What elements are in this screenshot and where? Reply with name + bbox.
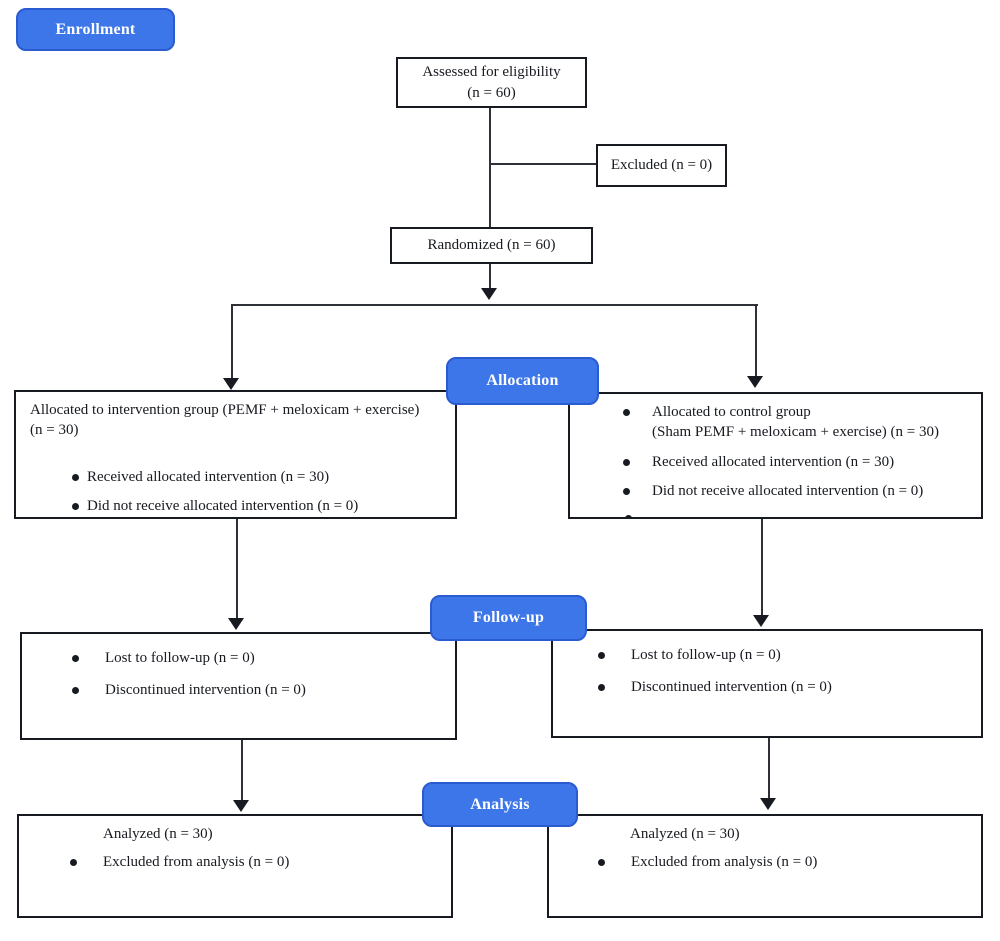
bullet-icon [598, 652, 605, 659]
bullet-icon [72, 502, 79, 510]
list-item: Allocated to control group (Sham PEMF + … [623, 402, 977, 443]
assessed-line1: Assessed for eligibility [422, 64, 561, 81]
bullet-text: Discontinued intervention (n = 0) [631, 679, 832, 696]
connector-randomization-split [231, 304, 758, 306]
bullet-icon [623, 487, 630, 495]
analyzed-text: Analyzed (n = 30) [103, 826, 213, 842]
arrow-down-icon [233, 800, 249, 812]
bullet-text: Lost to follow-up (n = 0) [631, 647, 781, 663]
followup-control-box: Lost to follow-up (n = 0) Discontinued i… [551, 629, 983, 738]
bullet-icon [625, 515, 632, 517]
arrow-down-icon [747, 376, 763, 388]
bullet-text: Did not receive allocated intervention (… [87, 497, 359, 514]
arrow-down-icon [760, 798, 776, 810]
connector-furight-to-analysis [768, 738, 770, 798]
list-item: Analyzed (n = 30) [103, 824, 447, 844]
connector-to-excluded [490, 163, 596, 165]
list-item: Excluded from analysis (n = 0) [598, 852, 977, 872]
bullet-text: Did not receive allocated intervention (… [652, 482, 924, 499]
enrollment-stage-label: Enrollment [16, 8, 175, 51]
analysis-stage-label-text: Analysis [470, 795, 530, 813]
list-item: Analyzed (n = 30) [630, 824, 977, 844]
bullet-text: Received allocated intervention (n = 30) [87, 468, 330, 485]
bullet-icon [72, 655, 79, 662]
bullet-text: Received allocated intervention (n = 30) [652, 453, 895, 470]
bullet-icon [623, 458, 630, 466]
list-item: Lost to follow-up (n = 0) [598, 645, 977, 665]
connector-allocleft-to-followup [236, 519, 238, 618]
bullet-icon [623, 409, 630, 416]
connector-split-right-drop [755, 304, 757, 376]
excluded-text: Excluded (n = 0) [610, 157, 713, 174]
analysis-stage-label: Analysis [422, 782, 578, 827]
connector-allocright-to-followup [761, 519, 763, 615]
bullet-icon [70, 859, 77, 867]
allocation-intervention-box: Allocated to intervention group (PEMF + … [14, 390, 457, 519]
analysis-control-box: Analyzed (n = 30) Excluded from analysis… [547, 814, 983, 918]
list-item: Did not receive allocated intervention (… [72, 496, 453, 516]
bullet-text: Excluded from analysis (n = 0) [631, 854, 818, 871]
bullet-icon [598, 684, 605, 692]
list-item: Received allocated intervention (n = 30) [623, 452, 977, 472]
list-item: Discontinued intervention (n = 0) [72, 680, 451, 700]
bullet-icon [72, 473, 79, 481]
analysis-intervention-box: Analyzed (n = 30) Excluded from analysis… [17, 814, 453, 918]
allocation-stage-label: Allocation [446, 357, 599, 405]
list-item: Lost to follow-up (n = 0) [72, 648, 451, 668]
list-item: Discontinued intervention (n = 0) [598, 677, 977, 697]
bullet-text: Excluded from analysis (n = 0) [103, 854, 290, 871]
bullet-icon [598, 859, 605, 867]
analyzed-text: Analyzed (n = 30) [630, 826, 740, 842]
randomized-box: Randomized (n = 60) [390, 227, 593, 264]
followup-intervention-box: Lost to follow-up (n = 0) Discontinued i… [20, 632, 457, 740]
randomized-text: Randomized (n = 60) [427, 237, 556, 254]
allocation-intervention-heading: Allocated to intervention group (PEMF + … [30, 402, 420, 439]
followup-stage-label: Follow-up [430, 595, 587, 641]
arrow-down-icon [223, 378, 239, 390]
arrow-down-icon [228, 618, 244, 630]
bullet-text: Lost to follow-up (n = 0) [105, 650, 255, 666]
list-item: Excluded from analysis (n = 0) [70, 852, 447, 872]
connector-split-left-drop [231, 304, 233, 378]
allocation-stage-label-text: Allocation [486, 372, 559, 389]
bullet-icon [72, 687, 79, 695]
connector-randomized-down [489, 264, 491, 288]
connector-assessed-to-randomized [489, 108, 491, 227]
assessed-line2: (n = 60) [467, 84, 516, 101]
bullet-text: Discontinued intervention (n = 0) [105, 682, 306, 699]
assessed-eligibility-box: Assessed for eligibility (n = 60) [396, 57, 587, 108]
list-item: Received allocated intervention (n = 30) [72, 467, 453, 487]
arrow-down-icon [753, 615, 769, 627]
enrollment-stage-label-text: Enrollment [55, 20, 136, 38]
allocation-control-box: Allocated to control group (Sham PEMF + … [568, 392, 983, 519]
excluded-box: Excluded (n = 0) [596, 144, 727, 187]
followup-stage-label-text: Follow-up [472, 609, 545, 626]
bullet-text: Allocated to control group (Sham PEMF + … [652, 404, 939, 441]
list-item: Did not receive allocated intervention (… [623, 481, 977, 501]
connector-fuleft-to-analysis [241, 740, 243, 800]
arrow-down-icon [481, 288, 497, 300]
